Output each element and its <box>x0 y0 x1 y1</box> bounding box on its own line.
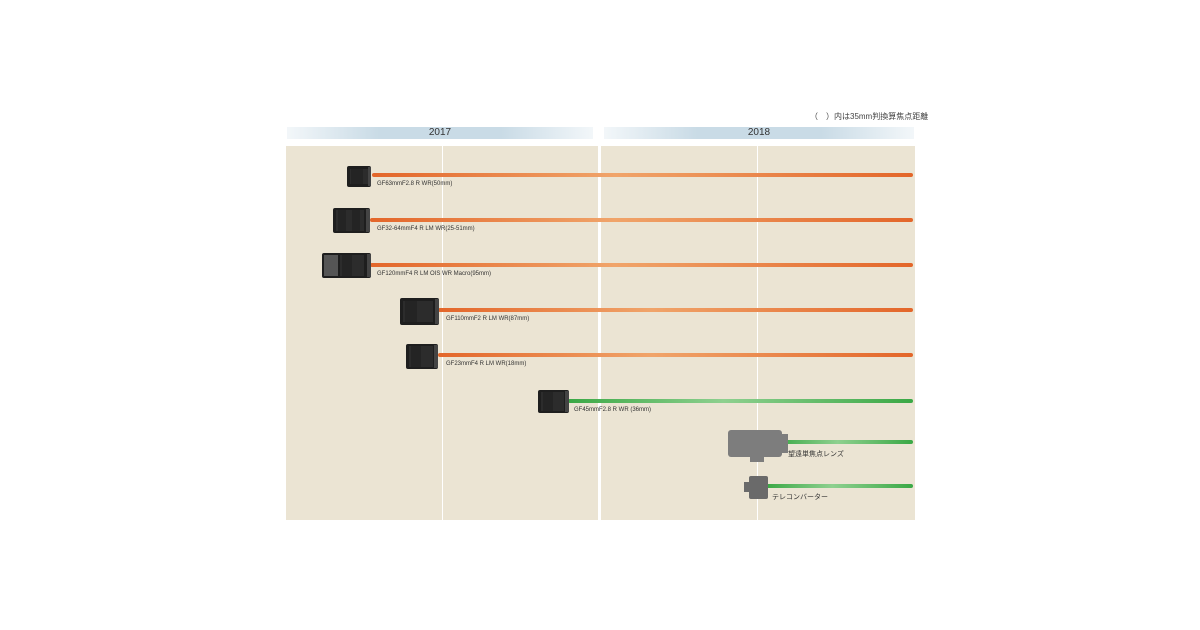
lens-timeline-bar <box>776 440 913 444</box>
lens-name-label: 望遠単焦点レンズ <box>788 451 844 458</box>
year-divider <box>598 146 601 520</box>
lens-icon <box>347 166 371 187</box>
lens-timeline-bar <box>568 399 913 403</box>
year-header-2017: 2017 <box>287 127 593 139</box>
lens-name-label: GF23mmF4 R LM WR(18mm) <box>446 361 527 367</box>
half-year-divider-2018 <box>757 146 758 520</box>
telephoto-lens-silhouette-icon <box>728 430 788 462</box>
lens-icon <box>333 208 370 233</box>
half-year-divider-2017 <box>442 146 443 520</box>
lens-icon <box>406 344 438 369</box>
lens-icon <box>400 298 439 325</box>
lens-name-label: GF63mmF2.8 R WR(50mm) <box>377 181 453 187</box>
year-header-2018: 2018 <box>604 127 914 139</box>
lens-name-label: GF45mmF2.8 R WR (36mm) <box>574 407 652 413</box>
lens-name-label: テレコンバーター <box>772 494 828 501</box>
lens-timeline-bar <box>372 173 913 177</box>
lens-timeline-bar <box>438 308 913 312</box>
lens-timeline-bar <box>766 484 913 488</box>
lens-icon <box>322 253 371 278</box>
lens-name-label: GF120mmF4 R LM OIS WR Macro(95mm) <box>377 271 492 277</box>
lens-timeline-bar <box>438 353 913 357</box>
teleconverter-silhouette-icon <box>744 476 768 499</box>
lens-name-label: GF110mmF2 R LM WR(87mm) <box>446 316 530 322</box>
lens-name-label: GF32-64mmF4 R LM WR(25-51mm) <box>377 226 475 232</box>
focal-length-note: （ ）内は35mm判換算焦点距離 <box>810 112 929 121</box>
lens-roadmap-chart: GF63mmF2.8 R WR(50mm) GF32-64mmF4 R LM W… <box>286 146 915 520</box>
lens-icon <box>538 390 569 413</box>
lens-timeline-bar <box>370 218 913 222</box>
lens-timeline-bar <box>370 263 913 267</box>
